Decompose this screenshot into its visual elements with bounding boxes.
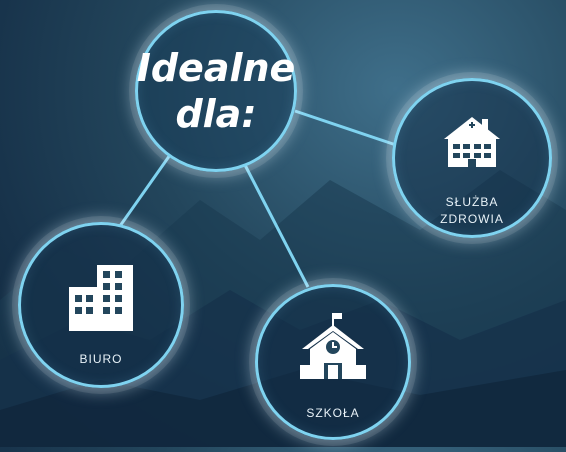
node-label-biuro: BIURO: [79, 352, 123, 366]
school-icon: [298, 313, 368, 386]
node-sluzba-zdrowia: SŁUŻBA ZDROWIA: [392, 78, 552, 238]
center-node: Idealne dla:: [135, 10, 297, 172]
connector-center-szkola: [243, 164, 310, 288]
connector-center-sluzba: [294, 109, 397, 147]
office-buildings-icon: [63, 265, 139, 336]
node-biuro: BIURO: [18, 222, 184, 388]
node-label-sluzba-line1: SŁUŻBA: [445, 195, 499, 209]
center-label-line2: dla:: [175, 92, 257, 136]
connector-center-biuro: [118, 154, 172, 227]
center-label-line1: Idealne: [136, 46, 296, 90]
node-szkola: SZKOŁA: [255, 284, 411, 440]
node-label-sluzba-line2: ZDROWIA: [440, 212, 504, 226]
node-label-szkola: SZKOŁA: [306, 406, 360, 420]
hospital-icon: [440, 115, 504, 172]
